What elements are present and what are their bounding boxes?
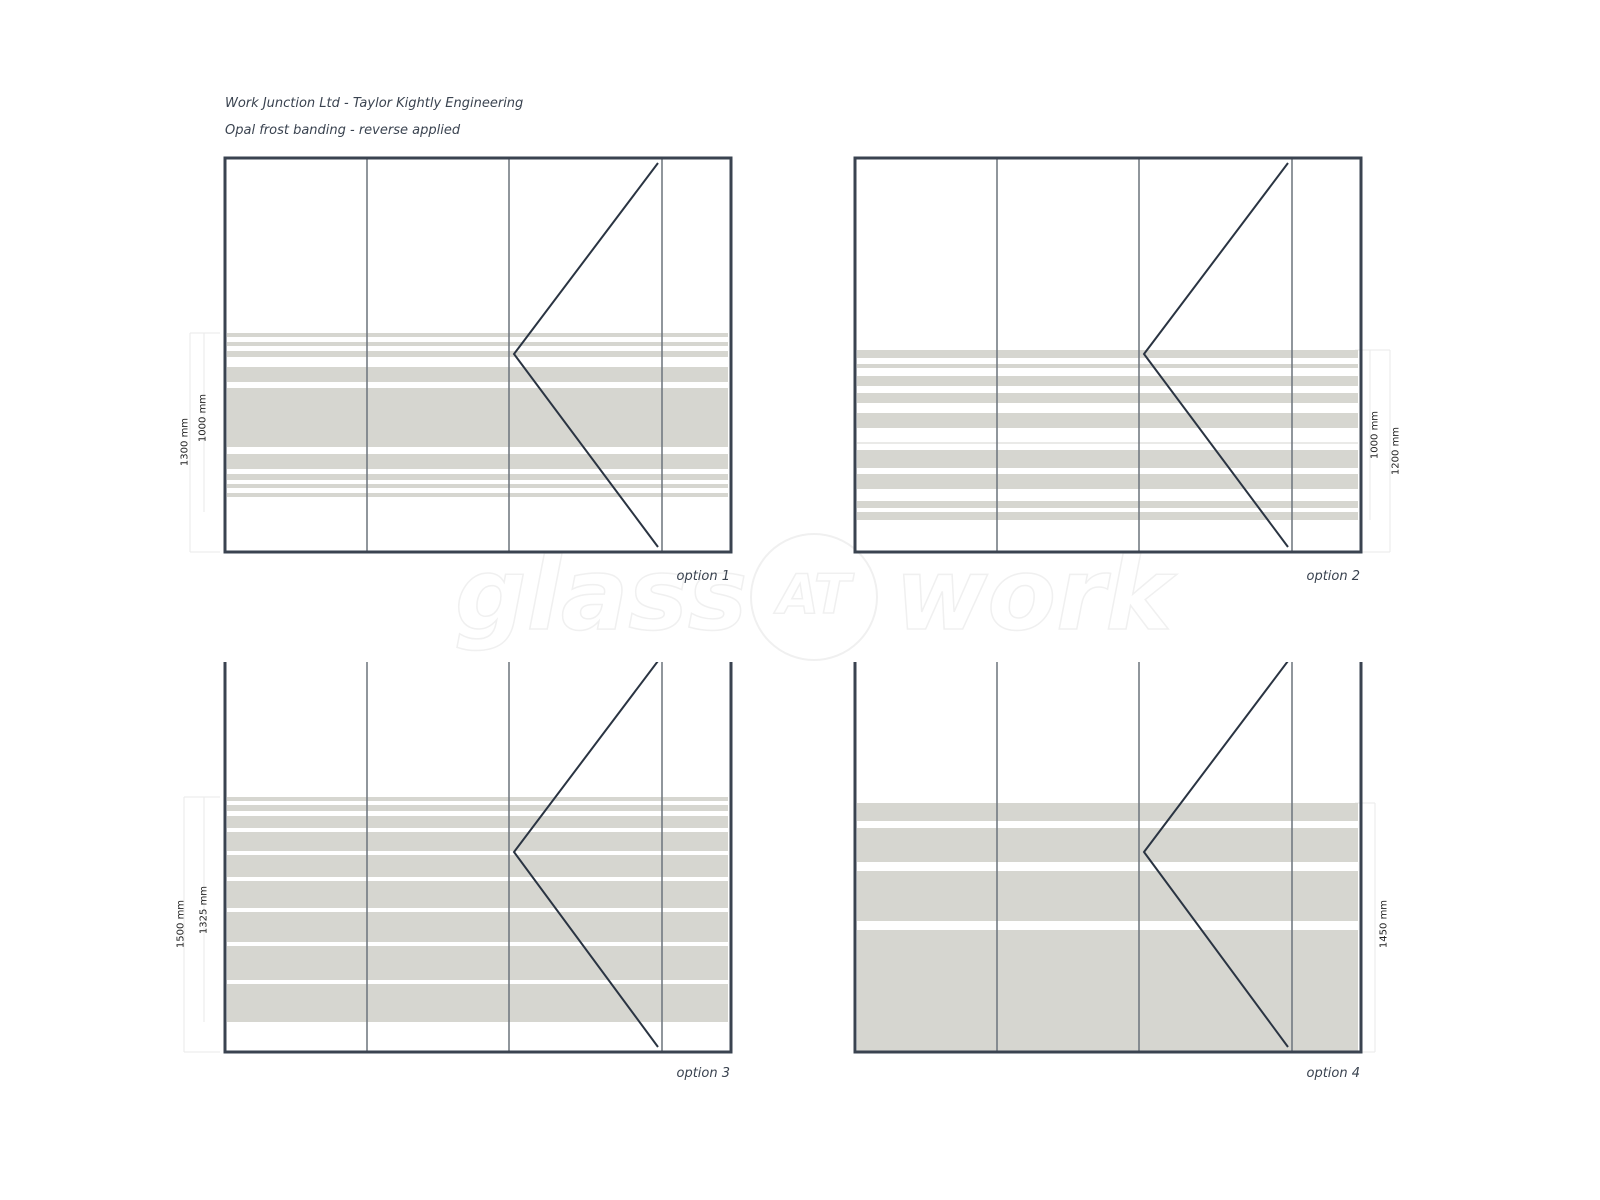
- dimension-label-inner: 1325 mm: [198, 885, 210, 935]
- frost-bands: [857, 350, 1358, 520]
- door-swing: [1142, 162, 1289, 548]
- frost-band: [857, 501, 1358, 508]
- frost-band: [227, 388, 728, 447]
- glass-frame: [853, 156, 1363, 554]
- frost-band: [227, 484, 728, 488]
- option-2-panel: 1000 mm 1200 mm option 2: [790, 150, 1420, 600]
- frost-band: [227, 474, 728, 480]
- option-3-elevation: [183, 662, 733, 1054]
- frost-band: [857, 474, 1358, 489]
- frost-bands: [227, 333, 728, 497]
- option-label: option 4: [1306, 1066, 1360, 1081]
- dimension-lines: [1355, 349, 1391, 553]
- option-1-panel: 1300 mm 1000 mm option 1: [160, 150, 790, 600]
- drawing-title: Work Junction Ltd - Taylor Kightly Engin…: [225, 96, 524, 111]
- frost-band: [227, 912, 728, 942]
- frost-band: [227, 367, 728, 382]
- glass-frame: [223, 662, 733, 1054]
- frost-band: [227, 805, 728, 811]
- frost-band: [227, 946, 728, 980]
- frost-band: [227, 342, 728, 346]
- frost-band: [227, 832, 728, 851]
- frost-band: [227, 493, 728, 497]
- dimension-label: 1450 mm: [1378, 899, 1390, 949]
- glass-frame: [853, 662, 1363, 1054]
- option-2-elevation: [853, 156, 1391, 554]
- dimension-label-inner: 1000 mm: [197, 393, 209, 443]
- frost-bands: [227, 797, 728, 1022]
- dimension-lines: [183, 796, 220, 1053]
- dimension-label-outer: 1500 mm: [175, 899, 187, 949]
- option-label: option 1: [676, 569, 730, 584]
- mullions: [996, 158, 1293, 552]
- frost-band: [227, 816, 728, 828]
- option-4-panel: 1450 mm option 4: [790, 662, 1420, 1112]
- door-swing: [512, 162, 659, 548]
- dimension-label-outer: 1300 mm: [179, 417, 191, 467]
- frost-band: [857, 393, 1358, 403]
- mullions: [366, 662, 663, 1052]
- option-label: option 2: [1306, 569, 1360, 584]
- frost-band: [857, 512, 1358, 520]
- frost-band: [857, 803, 1358, 821]
- drawing-subtitle: Opal frost banding - reverse applied: [225, 123, 461, 138]
- option-3-panel: 1500 mm 1325 mm option 3: [160, 662, 790, 1112]
- frost-band: [227, 454, 728, 469]
- dimension-label-inner: 1000 mm: [1369, 410, 1381, 460]
- frost-band: [857, 364, 1358, 368]
- frost-band: [857, 350, 1358, 358]
- frost-band: [857, 871, 1358, 921]
- frost-band: [227, 333, 728, 337]
- frost-band: [227, 797, 728, 801]
- option-1-elevation: [189, 156, 733, 554]
- frost-band: [857, 450, 1358, 468]
- frost-band: [857, 413, 1358, 428]
- dimension-label-outer: 1200 mm: [1390, 426, 1402, 476]
- frost-bands: [857, 803, 1358, 1052]
- frost-band: [227, 351, 728, 357]
- option-4-elevation: [853, 662, 1376, 1054]
- frost-band: [857, 930, 1358, 1052]
- door-swing: [1142, 662, 1289, 1048]
- frost-band: [227, 881, 728, 908]
- door-swing: [512, 662, 659, 1048]
- frost-band: [857, 828, 1358, 862]
- mullions: [366, 158, 663, 552]
- option-label: option 3: [676, 1066, 730, 1081]
- frost-band: [857, 376, 1358, 386]
- glass-frame: [223, 156, 733, 554]
- frost-band: [227, 855, 728, 877]
- dimension-lines: [189, 332, 220, 553]
- mullions: [996, 662, 1293, 1052]
- frost-band: [227, 984, 728, 1022]
